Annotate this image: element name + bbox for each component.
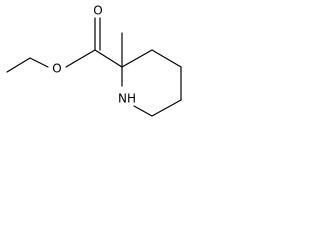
bond-ester-oxygen-carbonyl-carbon: [65, 49, 96, 68]
structural-formula-diagram: O O NH: [6, 4, 182, 117]
bond-ethyl-ch3-ch2: [6, 57, 31, 73]
bond-c3-c4: [151, 49, 182, 68]
carbonyl-oxygen-label: O: [93, 4, 102, 18]
bond-carbonyl-to-c2: [94, 49, 123, 68]
bond-c2-c3: [121, 49, 153, 68]
bond-ch2-ester-oxygen: [29, 57, 49, 68]
ring-nitrogen-label: NH: [118, 92, 136, 106]
bond-c6-nh: [133, 105, 153, 117]
bond-c5-c6: [151, 99, 182, 117]
ester-oxygen-label: O: [52, 62, 61, 76]
